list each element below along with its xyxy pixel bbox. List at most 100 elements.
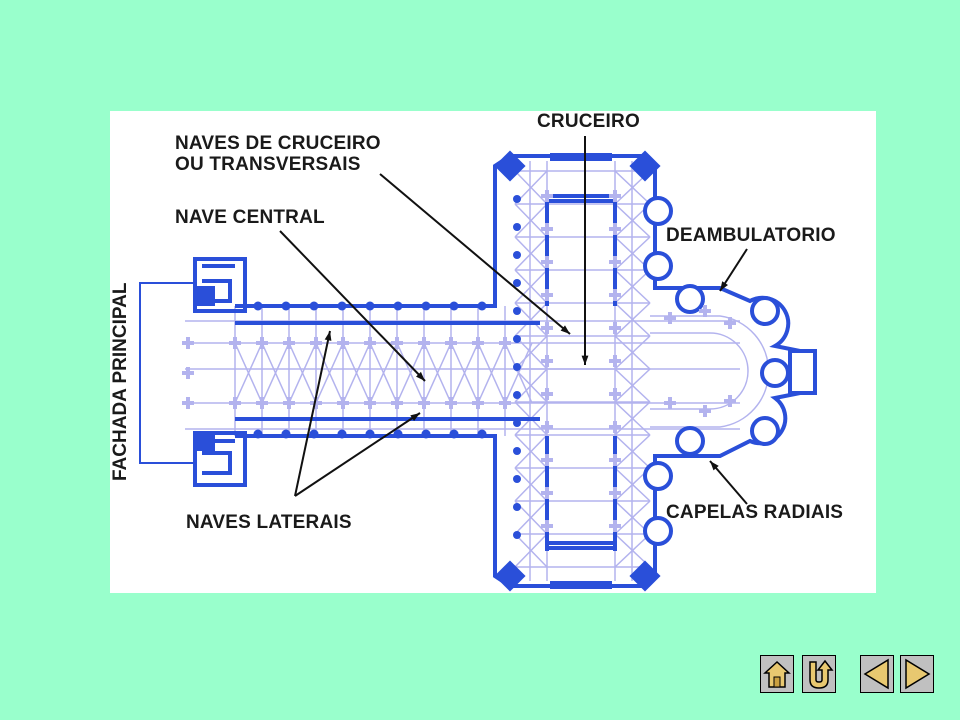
pier	[609, 487, 621, 499]
buttress-south	[253, 429, 263, 439]
transept-south-inner-wall	[545, 541, 617, 550]
tower-pier-north	[195, 286, 215, 306]
next-button[interactable]	[900, 655, 934, 693]
pier	[445, 337, 457, 349]
transept-buttress-west	[513, 391, 521, 399]
buttress-north	[309, 301, 319, 311]
pier	[609, 421, 621, 433]
radial-chapel-4	[643, 516, 673, 546]
pier	[472, 397, 484, 409]
arrow-naves-laterais-1	[294, 330, 331, 497]
buttress-north	[477, 301, 487, 311]
radial-chapel-7	[750, 296, 780, 326]
pier	[541, 190, 553, 202]
radial-chapel-6	[675, 426, 705, 456]
pier	[310, 337, 322, 349]
arrow-naves-laterais-2-head	[410, 413, 420, 422]
pier	[541, 322, 553, 334]
pier	[229, 397, 241, 409]
label-nave-central: NAVE CENTRAL	[175, 207, 325, 228]
pier	[541, 454, 553, 466]
pier	[609, 355, 621, 367]
return-button[interactable]	[802, 655, 836, 693]
radial-chapel-2	[643, 251, 673, 281]
pier	[541, 355, 553, 367]
buttress-south	[309, 429, 319, 439]
label-deambulatorio: DEAMBULATORIO	[666, 225, 836, 246]
transept-buttress-west	[513, 363, 521, 371]
pier	[664, 397, 676, 409]
pier	[283, 397, 295, 409]
buttress-south	[421, 429, 431, 439]
transept-buttress-west	[513, 419, 521, 427]
arrow-cruceiro-head	[581, 355, 589, 365]
arrow-naves-laterais-1-head	[324, 331, 332, 341]
transept-inner-wall	[545, 196, 617, 551]
transept-buttress-west	[513, 475, 521, 483]
transept-buttress-west	[513, 195, 521, 203]
buttress-south	[281, 429, 291, 439]
pier	[664, 312, 676, 324]
pier	[472, 337, 484, 349]
arrow-deambulatorio-head	[720, 281, 728, 291]
label-naves-laterais: NAVES LATERAIS	[186, 512, 352, 533]
axial-chapel	[788, 349, 817, 395]
pier	[609, 256, 621, 268]
arrow-nave-central-head	[416, 371, 425, 381]
buttress-north	[365, 301, 375, 311]
pier	[364, 397, 376, 409]
pier	[609, 190, 621, 202]
transept-north-front	[550, 153, 612, 161]
pier	[391, 397, 403, 409]
arrow-naves-laterais-2	[294, 412, 421, 497]
buttress-north	[449, 301, 459, 311]
pier	[699, 405, 711, 417]
previous-button[interactable]	[860, 655, 894, 693]
pier	[499, 337, 511, 349]
buttress-north	[253, 301, 263, 311]
facade-bracket	[139, 282, 195, 464]
buttress-north	[421, 301, 431, 311]
buttress-south	[477, 429, 487, 439]
pier	[609, 223, 621, 235]
pier	[445, 397, 457, 409]
home-button[interactable]	[760, 655, 794, 693]
pier	[256, 397, 268, 409]
arrow-capelas-radiais	[709, 460, 748, 505]
pier	[541, 487, 553, 499]
pier	[337, 397, 349, 409]
pier	[418, 397, 430, 409]
pier	[182, 397, 194, 409]
radial-chapel-5	[675, 284, 705, 314]
transept-buttress-west	[513, 251, 521, 259]
pier	[609, 289, 621, 301]
radial-chapel-8	[750, 416, 780, 446]
label-ou-transversais: OU TRANSVERSAIS	[175, 154, 361, 175]
transept-buttress-west	[513, 531, 521, 539]
transept-north-inner-wall	[545, 194, 617, 203]
pier	[541, 388, 553, 400]
buttress-south	[365, 429, 375, 439]
pier	[499, 397, 511, 409]
buttress-north	[337, 301, 347, 311]
radial-chapel-9	[760, 358, 790, 388]
transept-buttress-west	[513, 447, 521, 455]
pier	[541, 256, 553, 268]
label-fachada-principal: FACHADA PRINCIPAL	[110, 282, 131, 481]
buttress-south	[449, 429, 459, 439]
pier	[418, 337, 430, 349]
floor-plan-drawing	[139, 136, 817, 592]
pier	[182, 337, 194, 349]
pier	[256, 337, 268, 349]
label-naves-de-cruceiro: NAVES DE CRUCEIRO	[175, 133, 381, 154]
transept-south-front	[550, 581, 612, 589]
radial-chapel-3	[643, 461, 673, 491]
arrow-naves-de-cruceiro	[379, 173, 571, 335]
pier	[283, 337, 295, 349]
pier	[609, 322, 621, 334]
pier	[724, 317, 736, 329]
buttress-north	[281, 301, 291, 311]
label-capelas-radiais: CAPELAS RADIAIS	[666, 502, 844, 523]
pier	[541, 421, 553, 433]
house-icon	[763, 660, 791, 688]
